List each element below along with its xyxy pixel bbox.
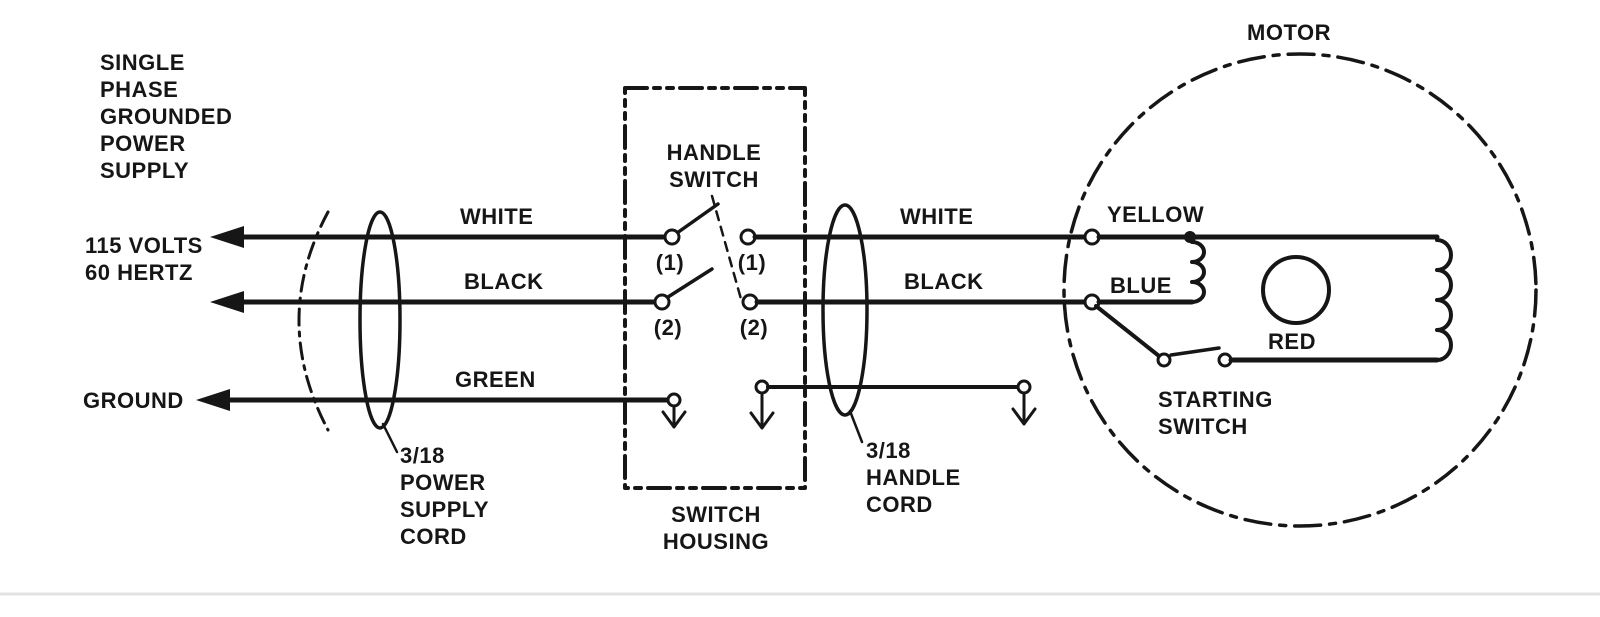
red-wire-label: RED: [1268, 329, 1316, 354]
handle-cord-oval: [821, 203, 869, 417]
ground-terminal-right: [1016, 379, 1032, 395]
switch-mechanical-link: [710, 194, 743, 301]
black-wire-right: BLACK: [754, 269, 1088, 305]
terminal-2-right-label: (2): [740, 315, 768, 340]
switch-housing-label-line2: HOUSING: [663, 529, 769, 554]
green-wire-label: GREEN: [455, 367, 536, 392]
handle-switch-label-line2: SWITCH: [669, 167, 759, 192]
power-supply-label-line2: PHASE: [100, 77, 178, 102]
run-winding-coil: [1435, 235, 1453, 362]
power-supply-label: SINGLE PHASE GROUNDED POWER SUPPLY: [100, 50, 232, 183]
power-cord-label-line3: SUPPLY: [400, 497, 489, 522]
cable-sheath-arc: [297, 210, 330, 432]
black-wire-left: BLACK: [210, 269, 658, 313]
blue-wire-label: BLUE: [1110, 273, 1172, 298]
terminal-1-left-contact: [663, 228, 681, 246]
handle-cord-label-line2: HANDLE: [866, 465, 961, 490]
green-wire-arrowhead: [196, 389, 230, 411]
black-wire-left-label: BLACK: [464, 269, 544, 294]
black-wire-arrowhead: [210, 291, 244, 313]
ground-label: GROUND: [83, 388, 184, 413]
power-cord-label-line2: POWER: [400, 470, 486, 495]
handle-cord-label-line1: 3/18: [866, 438, 911, 463]
power-supply-label-line3: GROUNDED: [100, 104, 232, 129]
terminal-1-right-label: (1): [738, 250, 766, 275]
terminal-2-left-label: (2): [654, 315, 682, 340]
capacitor-circle: [1261, 255, 1331, 325]
starting-switch-contact-left: [1156, 352, 1172, 368]
ground-glyph-housing: [749, 391, 775, 430]
power-supply-label-line1: SINGLE: [100, 50, 185, 75]
motor-label: MOTOR: [1247, 20, 1331, 45]
ground-glyph-green: [661, 404, 687, 429]
power-cord-label-line1: 3/18: [400, 443, 445, 468]
voltage-label: 115 VOLTS 60 HERTZ: [85, 233, 203, 285]
power-cord-label-line4: CORD: [400, 524, 467, 549]
ground-terminal-green: [666, 392, 682, 408]
terminal-1-left-label: (1): [656, 250, 684, 275]
switch-housing: HANDLE SWITCH (1) (1) (2) (2) SWITCH HOU…: [623, 86, 807, 554]
starting-switch-label-line1: STARTING: [1158, 387, 1273, 412]
voltage-label-line2: 60 HERTZ: [85, 260, 193, 285]
handle-switch-label-line1: HANDLE: [667, 140, 762, 165]
ground-symbol-housing: [749, 379, 775, 430]
switch-housing-label-line1: SWITCH: [671, 502, 761, 527]
yellow-wire-label: YELLOW: [1107, 202, 1204, 227]
motor: MOTOR YELLOW BLUE RED STARTING SWITCH: [1062, 20, 1538, 528]
handle-cord-leader-line: [848, 409, 864, 444]
handle-cord-label-line3: CORD: [866, 492, 933, 517]
starting-switch-blade: [1169, 346, 1221, 357]
ground-bus: [766, 379, 1037, 426]
black-wire-right-label: BLACK: [904, 269, 984, 294]
motor-outline: [1062, 52, 1538, 528]
ground-glyph-right: [1011, 391, 1037, 426]
power-supply-label-line4: POWER: [100, 131, 186, 156]
terminal-2-left-contact: [653, 293, 671, 311]
ground-symbol-green: [661, 392, 687, 429]
start-winding-coil: [1190, 235, 1206, 304]
power-cord-leader-line: [381, 422, 399, 454]
power-supply-label-line5: SUPPLY: [100, 158, 189, 183]
white-wire-arrowhead: [210, 226, 244, 248]
starting-switch-feed-line: [1094, 304, 1161, 358]
voltage-label-line1: 115 VOLTS: [85, 233, 203, 258]
white-wire-left-label: WHITE: [460, 204, 533, 229]
power-supply-cord: 3/18 POWER SUPPLY CORD: [297, 210, 489, 549]
power-cord-oval: [358, 210, 402, 430]
switch-housing-outline: [623, 86, 807, 490]
starting-switch-label-line2: SWITCH: [1158, 414, 1248, 439]
green-wire: GREEN: [196, 367, 671, 411]
switch-blade-pole2: [666, 267, 714, 299]
white-wire-right-label: WHITE: [900, 204, 973, 229]
white-wire-left: WHITE: [210, 204, 668, 248]
switch-blade-pole1: [675, 202, 720, 235]
handle-cord: 3/18 HANDLE CORD: [821, 203, 961, 517]
white-wire-right: WHITE: [752, 204, 1088, 240]
